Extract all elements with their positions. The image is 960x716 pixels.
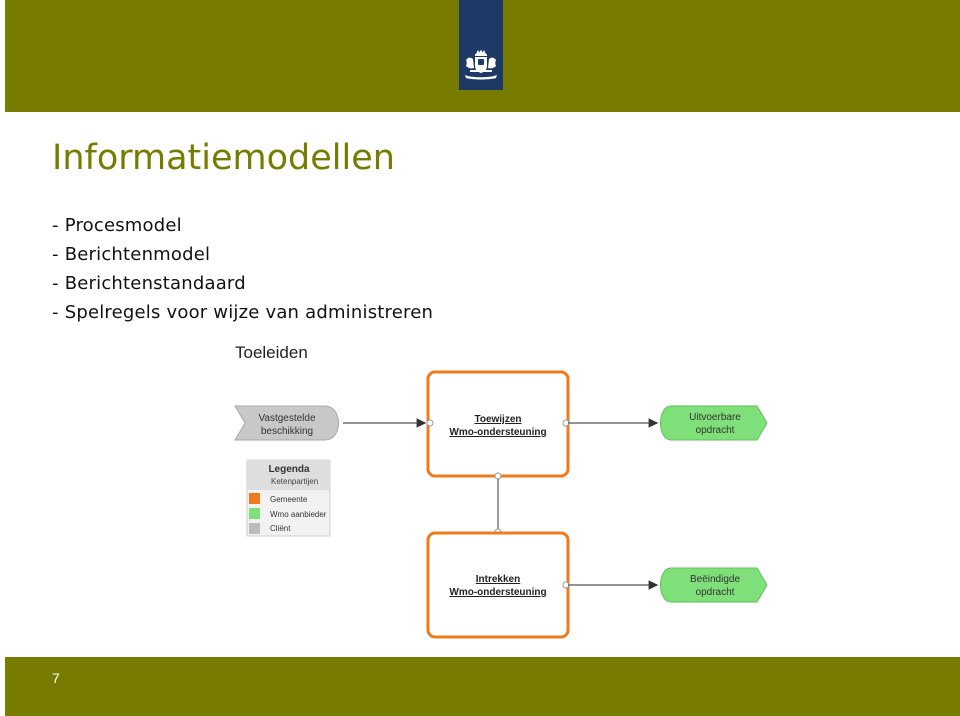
page-number: 7	[52, 670, 60, 686]
output-label: Uitvoerbare	[689, 412, 741, 423]
process-box-intrekken	[426, 531, 570, 639]
slide-title: Informatiemodellen	[52, 138, 395, 178]
legend-subtitle: Ketenpartijen	[271, 477, 318, 486]
input-label: beschikking	[261, 426, 313, 437]
port-dot	[494, 472, 502, 480]
logo	[459, 0, 503, 90]
bullet-item: -Spelregels voor wijze van administreren	[52, 302, 434, 323]
bullet-list: -Procesmodel -Berichtenmodel -Berichtens…	[52, 211, 433, 327]
legend-title: Legenda	[268, 464, 310, 475]
process-box-title: Toewijzen	[474, 414, 521, 425]
legend-swatch-gemeente	[249, 493, 260, 504]
output-shape-beeindigde-opdracht	[660, 567, 768, 603]
output-label: Beëindigde	[690, 574, 740, 585]
output-label: opdracht	[696, 425, 735, 436]
legend-swatch-client	[249, 523, 260, 534]
legend-swatch-wmo-aanbieder	[249, 508, 260, 519]
bullet-item: -Procesmodel	[52, 215, 182, 236]
bullet-item: -Berichtenstandaard	[52, 273, 246, 294]
port-dot	[426, 419, 434, 427]
input-label: Vastgestelde	[258, 413, 316, 424]
bullet-item: -Berichtenmodel	[52, 244, 211, 265]
legend: Legenda Ketenpartijen Gemeente Wmo aanbi…	[246, 459, 331, 537]
legend-label: Gemeente	[270, 495, 308, 504]
output-shape-uitvoerbare-opdracht	[660, 405, 768, 441]
process-box-subtitle: Wmo-ondersteuning	[449, 427, 546, 438]
legend-label: Cliënt	[270, 524, 291, 533]
process-box-subtitle: Wmo-ondersteuning	[449, 587, 546, 598]
output-label: opdracht	[696, 587, 735, 598]
diagram-title: Toeleiden	[235, 343, 308, 362]
process-diagram: Toeleiden Vastgestelde beschikking Toewi…	[234, 343, 768, 639]
process-box-title: Intrekken	[476, 574, 520, 585]
input-shape-vastgestelde-beschikking	[234, 405, 339, 441]
footer-bar	[5, 657, 960, 716]
legend-label: Wmo aanbieder	[270, 510, 327, 519]
royal-coat-of-arms-icon	[465, 49, 497, 80]
